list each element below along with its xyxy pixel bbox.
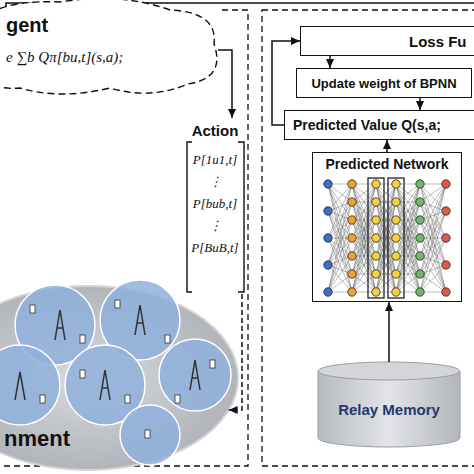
neural-network — [324, 178, 450, 298]
power-variable: P[bub,t] — [185, 193, 245, 215]
predicted-network-box: Predicted Network — [312, 152, 462, 302]
agent-formula: e ∑b Qπ[bu,t](s,a); — [0, 37, 218, 66]
towers — [15, 305, 200, 400]
connector-arrow — [386, 140, 388, 152]
connector-arrow — [388, 302, 390, 362]
power-variable: P[1u1,t] — [185, 149, 245, 171]
ellipsis: ⋮ — [185, 171, 245, 193]
connector-arrow — [218, 50, 232, 118]
ellipsis: ⋮ — [185, 215, 245, 237]
memory-cylinder-top — [318, 362, 460, 380]
relay-memory-cylinder: Relay Memory — [318, 362, 460, 446]
connector-arrow — [229, 294, 242, 410]
user-devices — [30, 300, 215, 438]
box-label: Update weight of BPNN — [297, 76, 471, 91]
box-label: Predicted Value Q(s,a; — [285, 117, 441, 133]
loss-function-box: Loss Fu — [300, 26, 474, 56]
update-weight-box: Update weight of BPNN — [296, 68, 472, 98]
box-label: Loss Fu — [301, 33, 467, 50]
environment-title: nment — [4, 426, 70, 452]
environment-label: nment — [4, 300, 232, 462]
connector-arrow — [419, 98, 421, 110]
agent-title: gent — [0, 6, 218, 37]
predicted-value-box: Predicted Value Q(s,a; — [284, 110, 474, 140]
connector-arrow — [329, 56, 331, 68]
cylinder-label: Relay Memory — [318, 391, 460, 418]
action-title: Action — [185, 118, 245, 139]
power-variable: P[BuB,t] — [185, 237, 245, 259]
box-heading: Predicted Network — [313, 153, 461, 172]
cells — [0, 280, 231, 465]
action-list: ActionP[1u1,t]⋮P[bub,t]⋮P[BuB,t] — [185, 118, 245, 294]
right-panel — [262, 10, 474, 466]
memory-cylinder — [318, 371, 460, 447]
agent-cloud-label: gente ∑b Qπ[bu,t](s,a); — [0, 6, 218, 90]
